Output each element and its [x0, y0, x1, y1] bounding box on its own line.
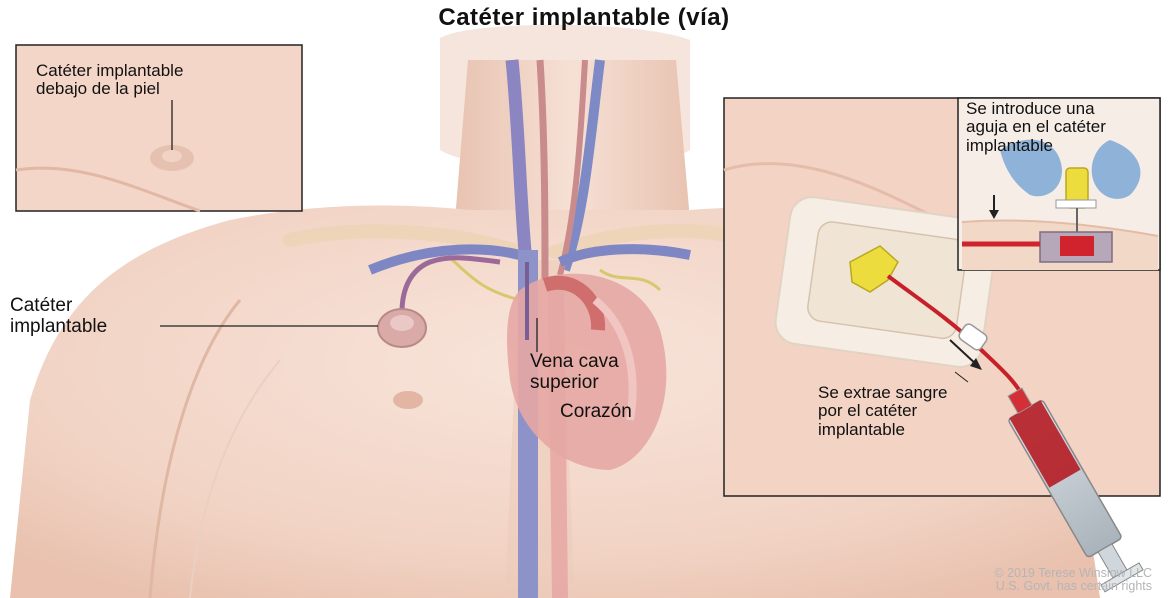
label-port-line-1: Catéter [10, 296, 107, 317]
label-vena-cava: Vena cava superior [530, 352, 619, 393]
copyright-credit: © 2019 Terese Winslow LLC U.S. Govt. has… [994, 567, 1152, 595]
label-needle-line-2: aguja en el catéter [966, 118, 1106, 136]
label-port-line-2: implantable [10, 317, 107, 338]
label-under-skin-line-2: debajo de la piel [36, 80, 183, 98]
credit-line-1: © 2019 Terese Winslow LLC [994, 567, 1152, 581]
label-port: Catéter implantable [10, 296, 107, 337]
label-blood-line-1: Se extrae sangre [818, 384, 947, 402]
label-blood-line-2: por el catéter [818, 402, 947, 420]
label-heart: Corazón [560, 402, 632, 423]
page-title: Catéter implantable (vía) [0, 4, 1168, 32]
label-vena-cava-line-1: Vena cava [530, 352, 619, 373]
label-under-skin-line-1: Catéter implantable [36, 62, 183, 80]
label-blood-drawn: Se extrae sangre por el catéter implanta… [818, 384, 947, 439]
label-needle-inserted: Se introduce una aguja en el catéter imp… [966, 100, 1106, 155]
label-vena-cava-line-2: superior [530, 373, 619, 394]
label-blood-line-3: implantable [818, 421, 947, 439]
label-under-skin: Catéter implantable debajo de la piel [36, 62, 183, 99]
label-needle-line-3: implantable [966, 137, 1106, 155]
credit-line-2: U.S. Govt. has certain rights [994, 580, 1152, 594]
label-needle-line-1: Se introduce una [966, 100, 1106, 118]
